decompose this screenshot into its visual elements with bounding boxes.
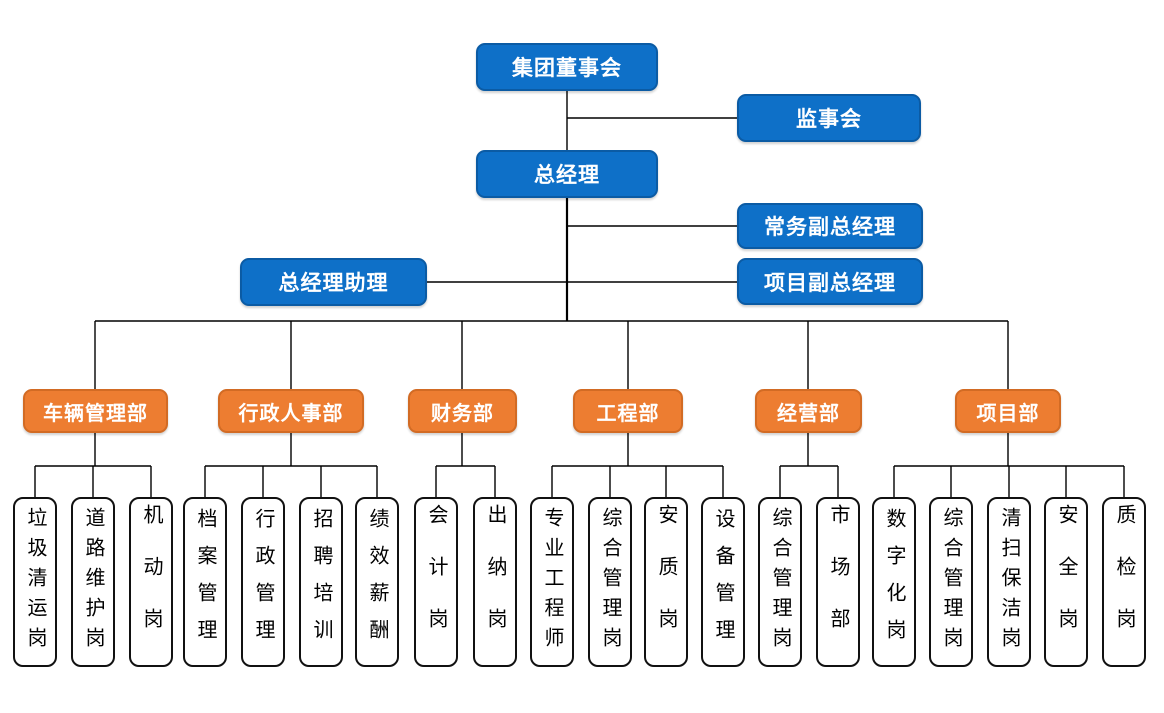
node-general-manager: 总经理 — [476, 150, 658, 198]
position-label: 综合管理岗 — [940, 507, 962, 657]
position-label: 质检岗 — [1113, 504, 1135, 660]
position-label: 设备管理 — [712, 508, 734, 656]
node-supervisory-board: 监事会 — [737, 94, 921, 142]
node-dept-project: 项目部 — [955, 389, 1061, 433]
node-dept-engineering: 工程部 — [573, 389, 683, 433]
node-position-archives: 档案管理 — [183, 497, 227, 667]
node-position-cashier: 出纳岗 — [473, 497, 517, 667]
node-board: 集团董事会 — [476, 43, 658, 91]
position-label: 安质岗 — [655, 504, 677, 660]
node-position-accountant: 会计岗 — [414, 497, 458, 667]
node-position-equipment-management: 设备管理 — [701, 497, 745, 667]
position-label: 道路维护岗 — [82, 507, 104, 657]
position-label: 绩效薪酬 — [366, 508, 388, 656]
node-position-general-management-proj: 综合管理岗 — [929, 497, 973, 667]
position-label: 安全岗 — [1055, 504, 1077, 660]
position-label: 会计岗 — [425, 504, 447, 660]
node-position-quality-inspection: 质检岗 — [1102, 497, 1146, 667]
position-label: 综合管理岗 — [599, 507, 621, 657]
node-position-garbage-removal: 垃圾清运岗 — [13, 497, 57, 667]
node-gm-assistant: 总经理助理 — [240, 258, 427, 306]
position-label: 数字化岗 — [883, 508, 905, 656]
node-position-general-management-ops: 综合管理岗 — [758, 497, 802, 667]
node-position-marketing: 市场部 — [816, 497, 860, 667]
node-position-general-management-eng: 综合管理岗 — [588, 497, 632, 667]
position-label: 出纳岗 — [484, 504, 506, 660]
node-position-digitalization: 数字化岗 — [872, 497, 916, 667]
position-label: 专业工程师 — [541, 507, 563, 657]
node-position-professional-engineer: 专业工程师 — [530, 497, 574, 667]
node-position-cleaning: 清扫保洁岗 — [987, 497, 1031, 667]
position-label: 机动岗 — [140, 504, 162, 660]
node-position-safety-quality: 安质岗 — [644, 497, 688, 667]
node-position-admin-management: 行政管理 — [241, 497, 285, 667]
node-executive-deputy-gm: 常务副总经理 — [737, 203, 923, 249]
node-position-safety: 安全岗 — [1044, 497, 1088, 667]
position-label: 综合管理岗 — [769, 507, 791, 657]
node-position-performance-payroll: 绩效薪酬 — [355, 497, 399, 667]
node-dept-admin-hr: 行政人事部 — [218, 389, 364, 433]
node-dept-operations: 经营部 — [755, 389, 862, 433]
node-position-road-maintenance: 道路维护岗 — [71, 497, 115, 667]
position-label: 垃圾清运岗 — [24, 507, 46, 657]
node-position-mobile: 机动岗 — [129, 497, 173, 667]
node-dept-vehicle-management: 车辆管理部 — [23, 389, 168, 433]
position-label: 行政管理 — [252, 508, 274, 656]
node-dept-finance: 财务部 — [408, 389, 517, 433]
position-label: 市场部 — [827, 504, 849, 660]
position-label: 档案管理 — [194, 508, 216, 656]
position-label: 招聘培训 — [310, 508, 332, 656]
position-label: 清扫保洁岗 — [998, 507, 1020, 657]
node-project-deputy-gm: 项目副总经理 — [737, 258, 923, 305]
node-position-recruiting-training: 招聘培训 — [299, 497, 343, 667]
